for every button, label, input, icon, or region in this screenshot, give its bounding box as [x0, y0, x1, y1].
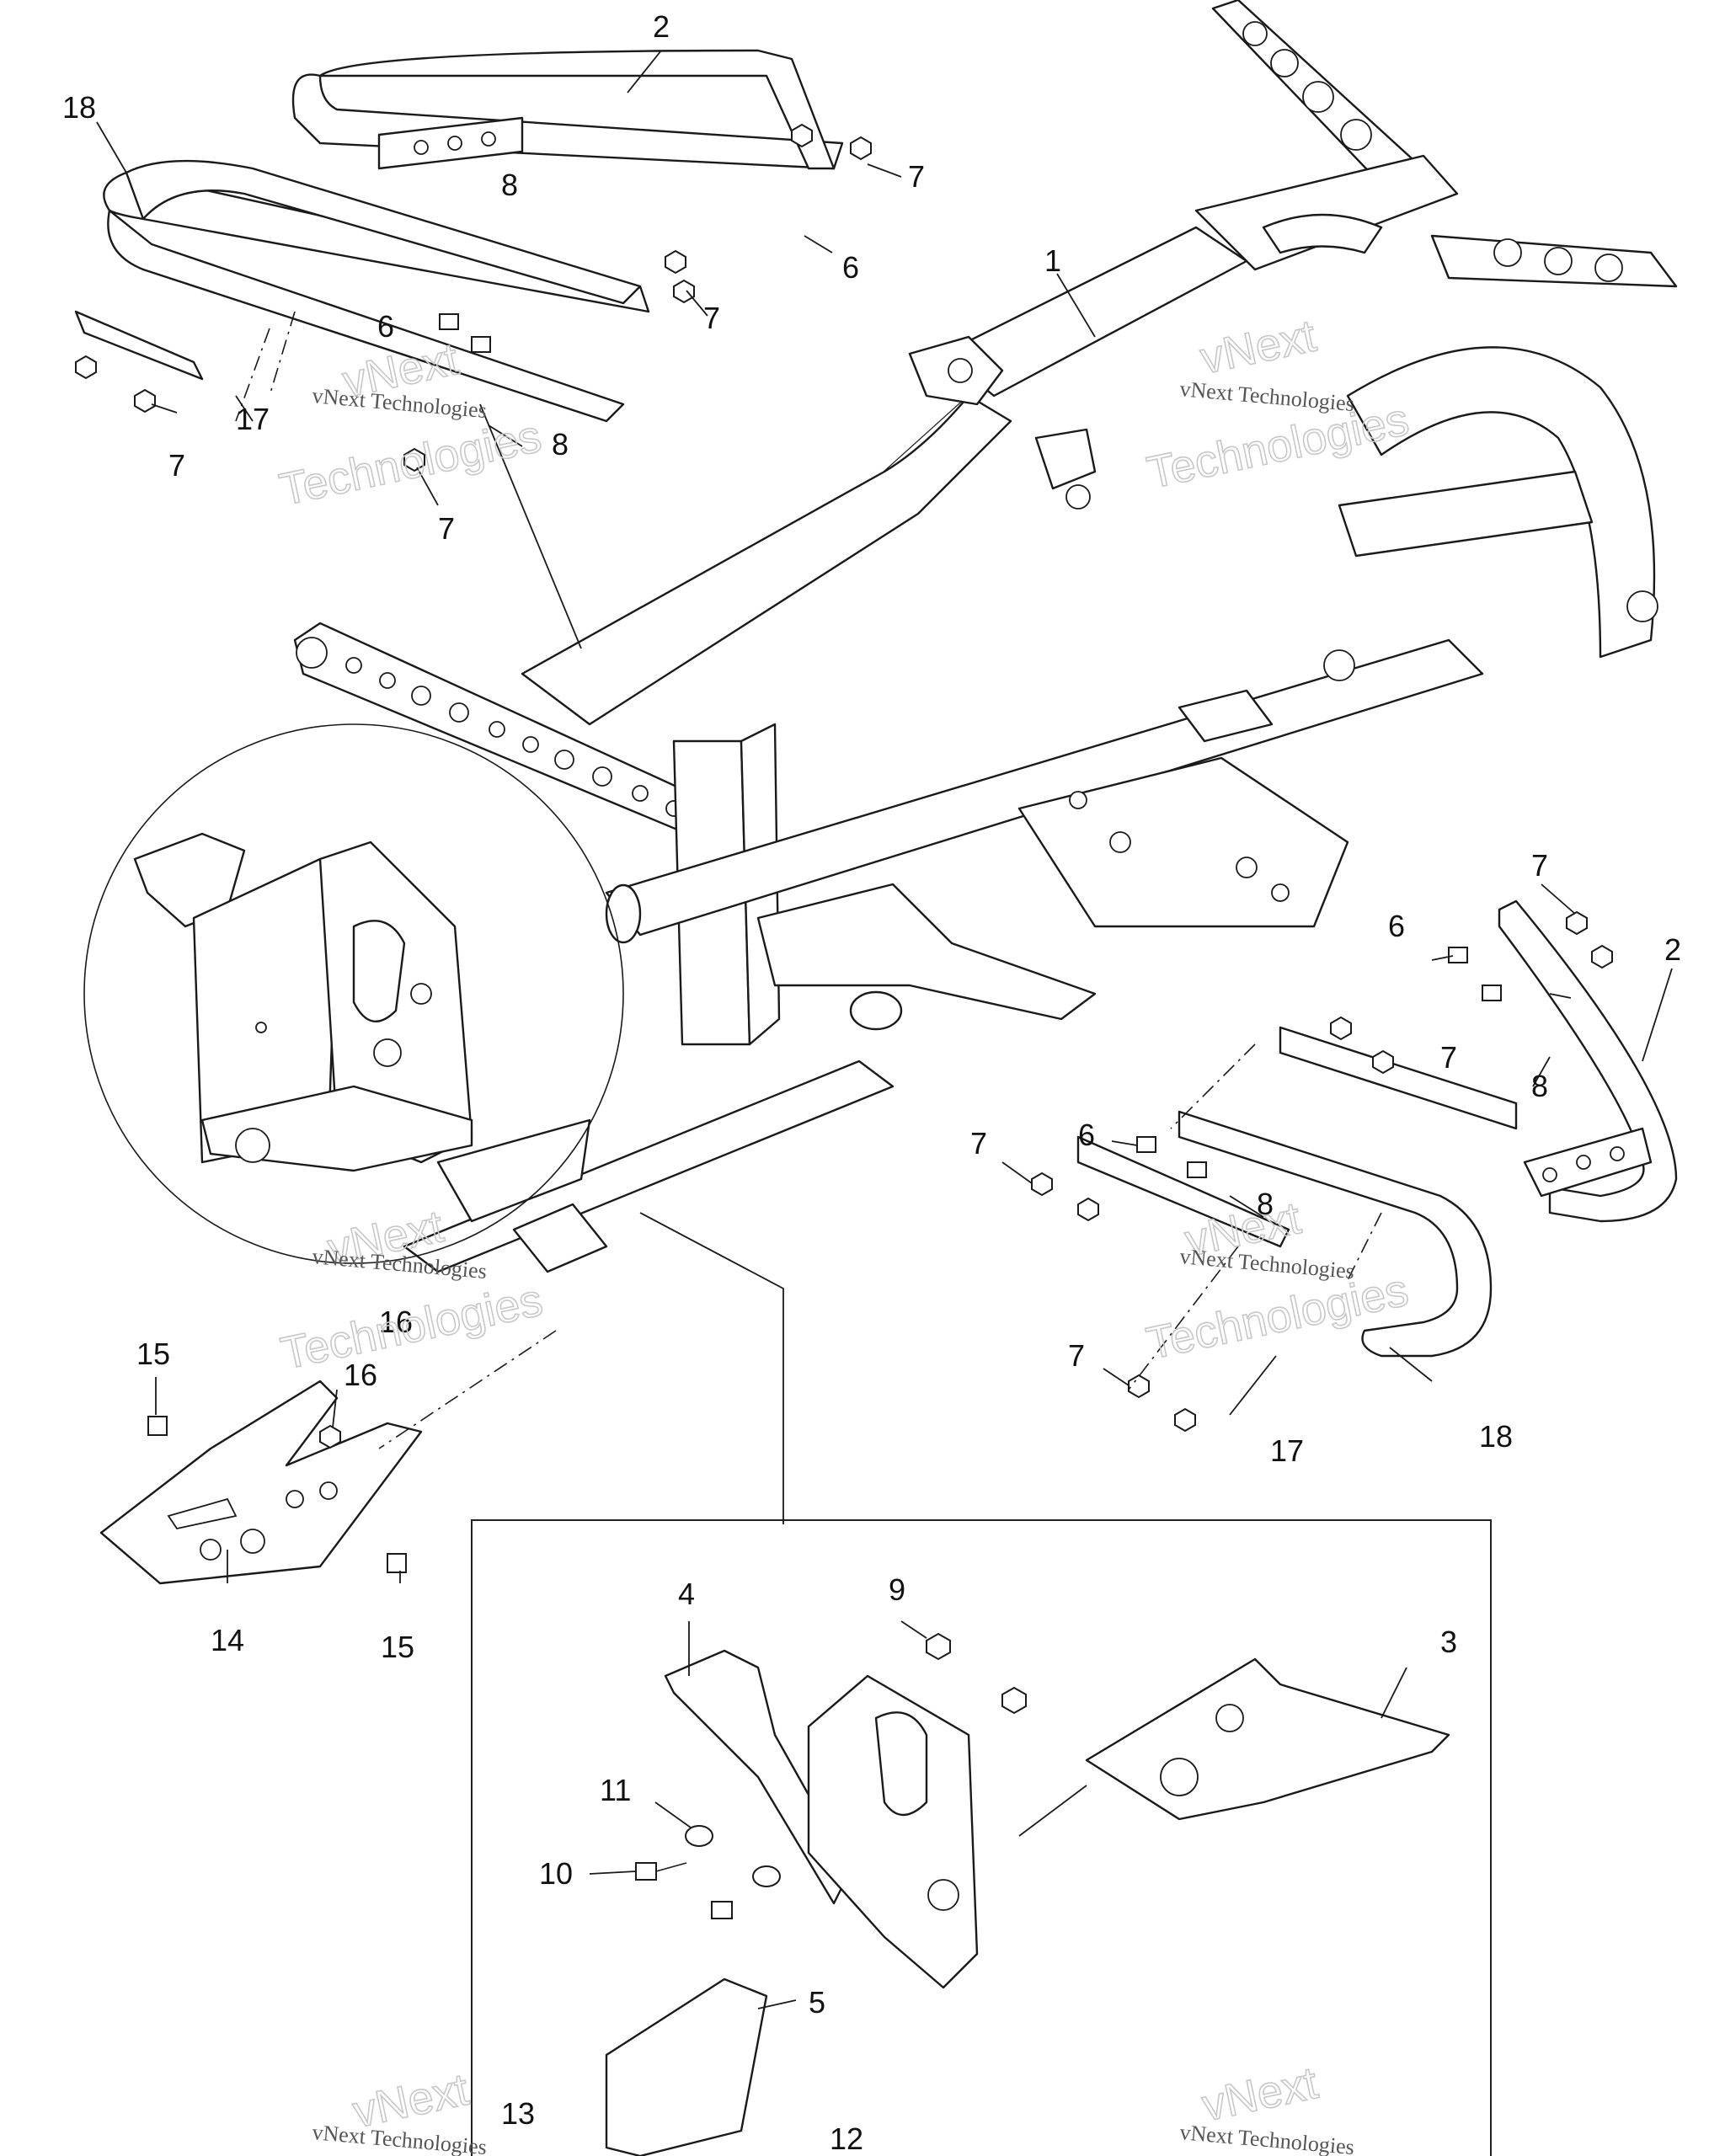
callout-8-d: 8	[1257, 1187, 1274, 1221]
svg-text:Technologies: Technologies	[275, 411, 546, 515]
rear-rack-part-2-right	[1498, 899, 1678, 1223]
callout-6-d: 6	[1078, 1118, 1095, 1152]
watermark-brand-bottom-right: vNext Technologies	[1178, 2120, 1355, 2156]
callout-11: 11	[600, 1773, 631, 1807]
callout-17-a: 17	[236, 402, 270, 436]
assembly-lines	[235, 311, 1382, 1837]
watermark-brand-top-right: vNext Technologies	[1178, 376, 1355, 416]
foot-bracket-part-14	[99, 1380, 423, 1585]
detail-view-circle	[83, 723, 624, 1264]
rear-rack-part-18-right	[1076, 1026, 1518, 1358]
callout-12: 12	[830, 2121, 863, 2156]
callout-10: 10	[539, 1856, 573, 1891]
callout-17-b: 17	[1270, 1433, 1304, 1468]
callout-18-a: 18	[62, 90, 96, 125]
callout-7-f: 7	[1440, 1040, 1457, 1075]
callout-8-b: 8	[552, 427, 569, 462]
callout-2-right: 2	[1664, 932, 1681, 967]
callout-5: 5	[809, 1985, 825, 2020]
callout-4: 4	[678, 1577, 695, 1611]
rear-rack-part-2-top	[291, 49, 844, 170]
callout-14: 14	[211, 1623, 244, 1657]
callout-6-a: 6	[842, 250, 859, 285]
callout-3: 3	[1440, 1625, 1457, 1659]
main-frame	[293, 0, 1678, 1273]
fasteners	[75, 123, 1613, 1573]
callout-7-a: 7	[908, 159, 925, 194]
callout-1: 1	[1044, 243, 1061, 278]
callout-7-h: 7	[1068, 1338, 1085, 1373]
callout-15-b: 15	[381, 1630, 414, 1664]
callout-7-e: 7	[1531, 848, 1548, 883]
watermark-bottom-right: vNext	[1197, 2057, 1322, 2132]
leader-lines	[96, 50, 1673, 2009]
callout-6-b: 6	[377, 309, 394, 344]
callout-16-b: 16	[344, 1358, 377, 1392]
callout-15-a: 15	[136, 1337, 170, 1371]
callout-7-b: 7	[703, 301, 720, 335]
svg-text:Technologies: Technologies	[1142, 1265, 1413, 1369]
svg-text:Technologies: Technologies	[1143, 394, 1413, 499]
callout-16-a: 16	[379, 1305, 413, 1339]
callout-13: 13	[501, 2096, 535, 2131]
callout-7-g: 7	[970, 1126, 987, 1161]
svg-text:vNext: vNext	[1198, 2057, 1322, 2131]
callout-18-b: 18	[1479, 1419, 1513, 1454]
watermark-top-left: vNext Technologies	[275, 333, 546, 515]
callout-8-c: 8	[1531, 1069, 1548, 1103]
callout-labels: 1 2 2 3 4 5 6 6 6 6 7 7 7 7 7 7 7 7 8 8 …	[62, 9, 1681, 2156]
callout-8-a: 8	[501, 168, 518, 202]
callout-6-c: 6	[1388, 909, 1405, 943]
callout-7-c: 7	[168, 448, 185, 483]
rear-rack-part-18-top	[74, 159, 650, 423]
callout-9: 9	[889, 1572, 905, 1607]
callout-7-d: 7	[438, 511, 455, 546]
callout-2-top: 2	[653, 9, 670, 44]
svg-text:vNext: vNext	[1196, 311, 1321, 384]
inset-detail-box	[471, 1519, 1492, 2156]
